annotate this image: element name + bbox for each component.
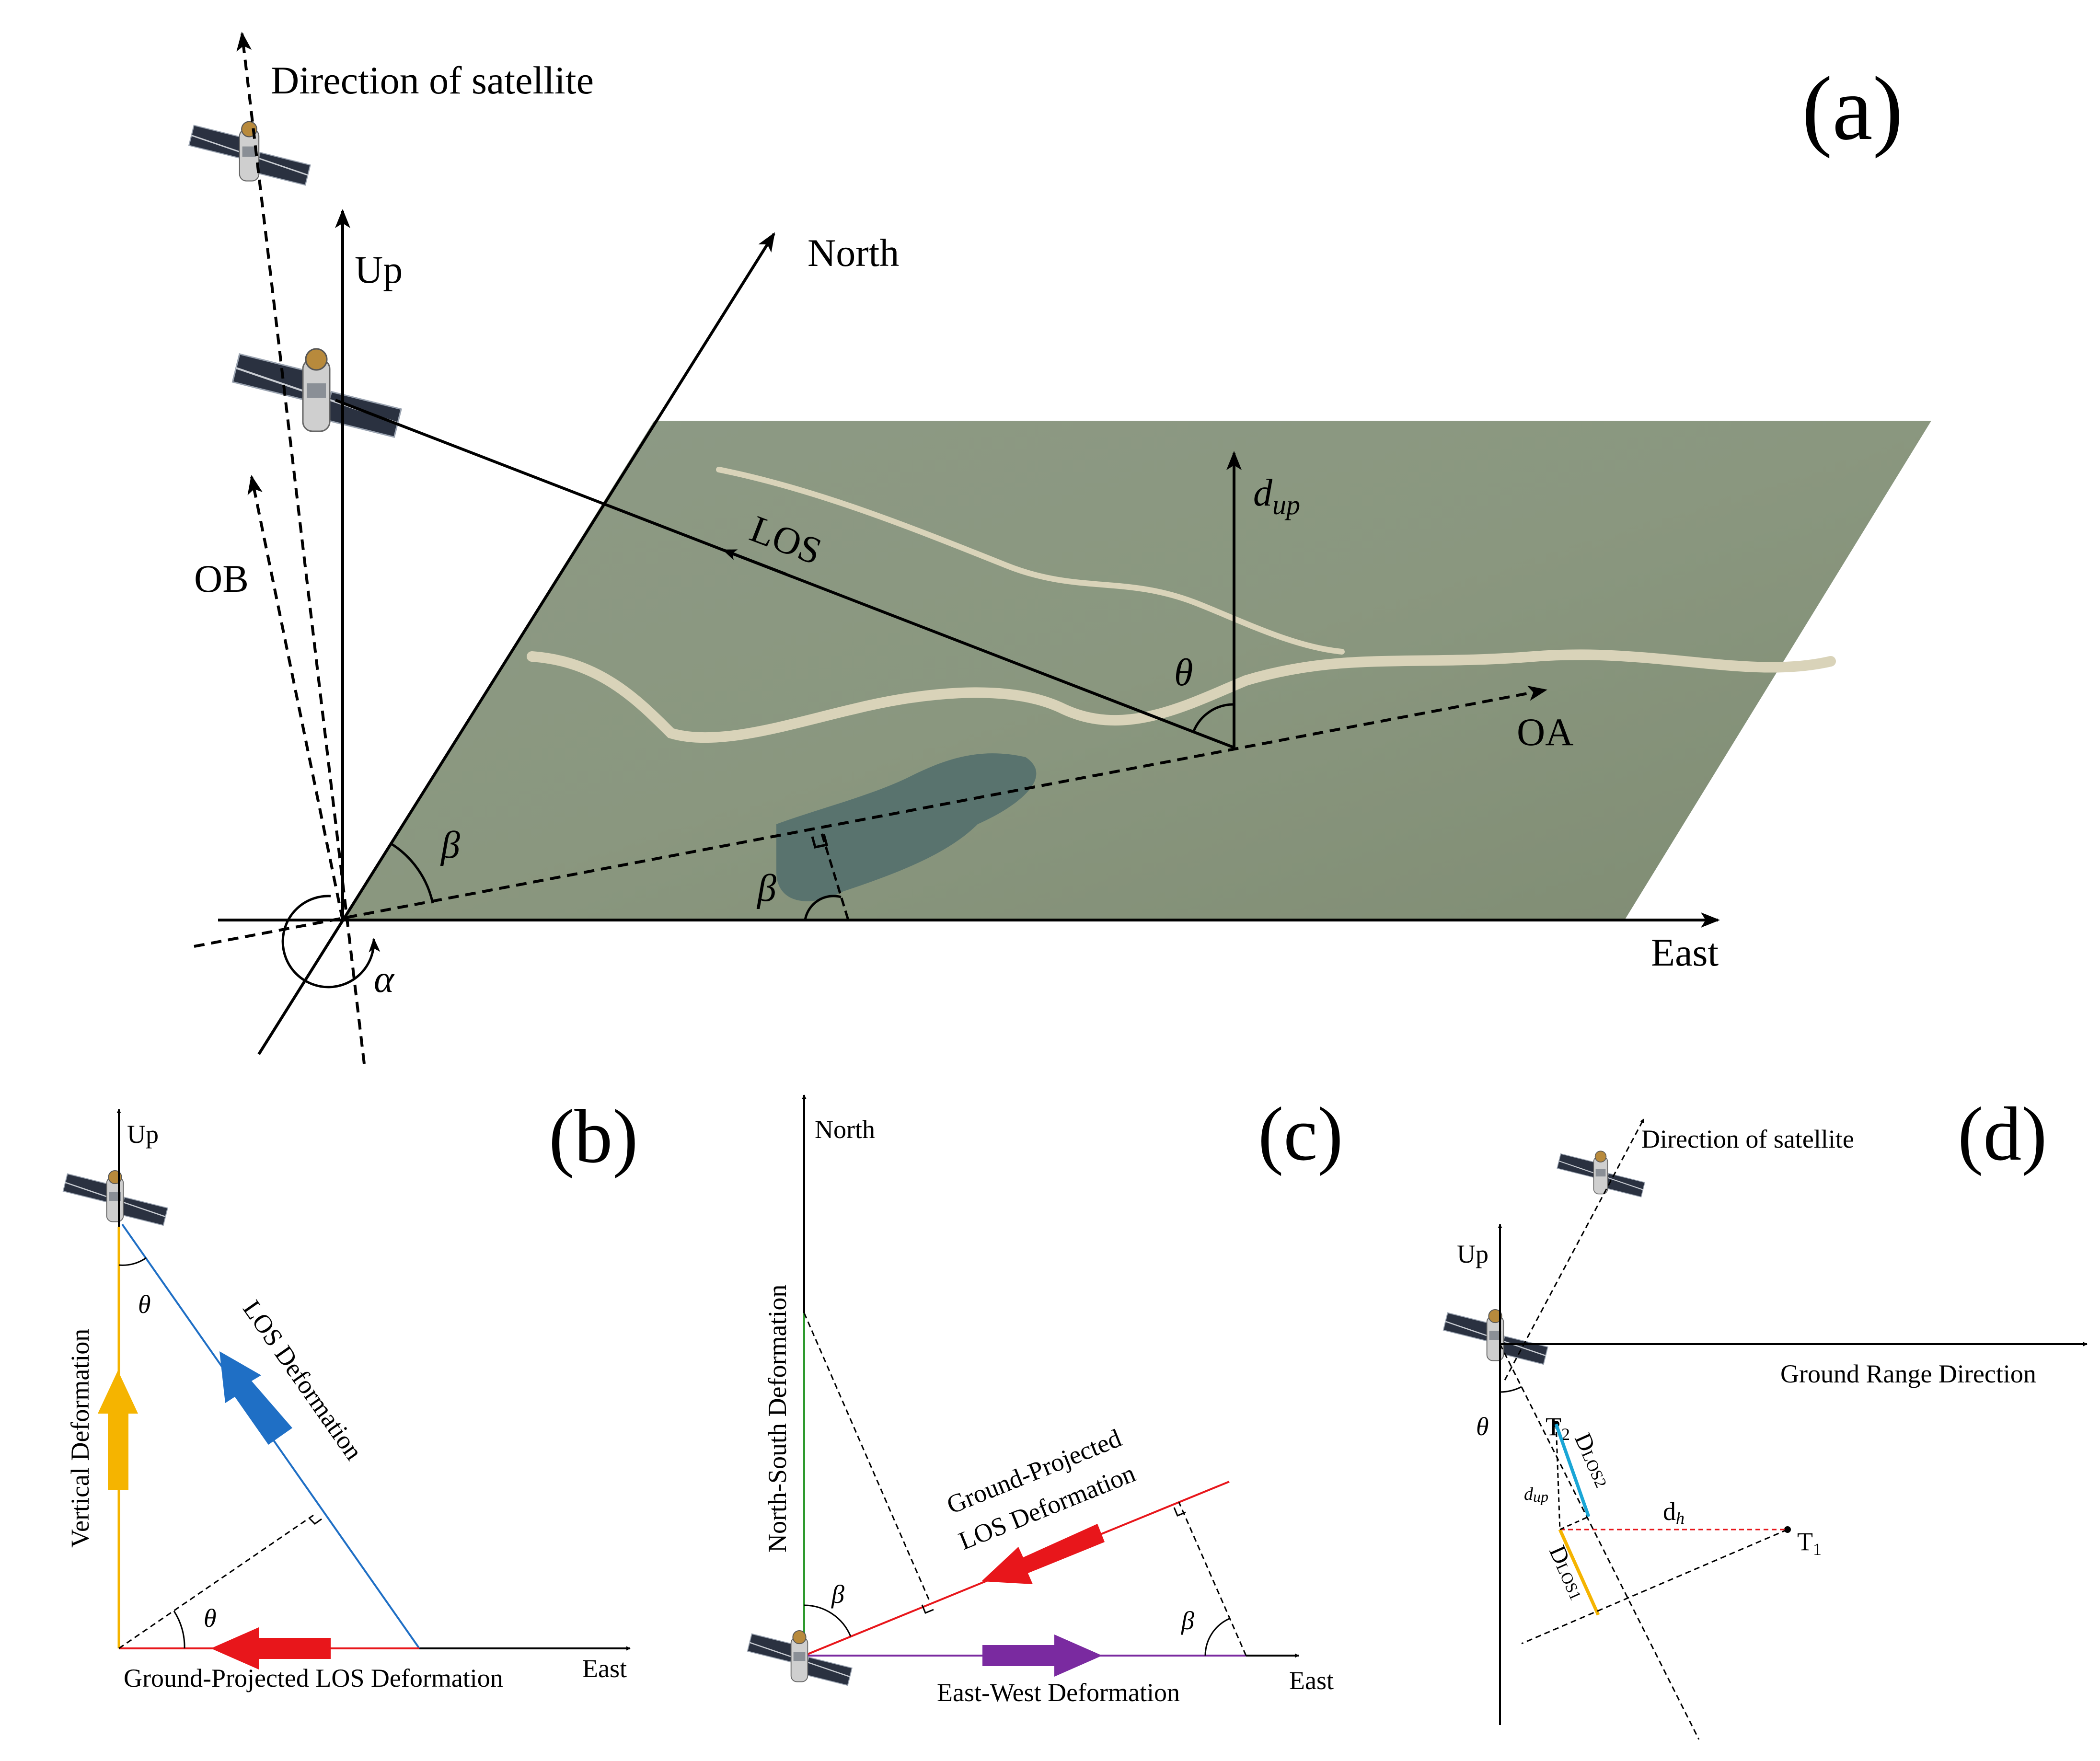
los-deformation-arrow (219, 1351, 292, 1445)
beta-arc-east (804, 895, 842, 921)
right-angle-mark-c-north (921, 1604, 934, 1614)
theta-arc-a (1192, 703, 1235, 733)
panel-c: North East North-South Deformation East-… (747, 1091, 1343, 1707)
dup-label-d: dup (1524, 1484, 1548, 1505)
oa-axis (194, 685, 1547, 948)
panel-label-b: (b) (549, 1093, 638, 1179)
satellite-a-upper (188, 121, 311, 186)
satellite-d-upper (1557, 1151, 1646, 1197)
satellite-direction-label-d: Direction of satellite (1641, 1125, 1854, 1153)
up-label: Up (355, 248, 403, 291)
ground-deformation-arrow (211, 1627, 331, 1669)
projection-dashed-b (118, 1512, 317, 1649)
beta-label-c-right: β (1181, 1606, 1194, 1635)
ob-label: OB (194, 557, 249, 600)
satellite-c (747, 1630, 853, 1686)
beta-arc-c-left (804, 1604, 852, 1637)
t1-label: T1 (1797, 1527, 1822, 1559)
river-upper (716, 467, 1345, 655)
ground-range-label: Ground Range Direction (1780, 1359, 2036, 1388)
north-label: North (808, 231, 899, 275)
theta-arc-b-top (118, 1257, 147, 1266)
ground-deformation-arrow-c (981, 1524, 1105, 1584)
alpha-label: α (374, 958, 395, 1001)
dh-label: dh (1663, 1497, 1685, 1528)
dlos1-segment (1558, 1529, 1600, 1616)
vertical-deformation-arrow (98, 1370, 138, 1490)
los-arrow (722, 549, 787, 575)
oa-label: OA (1517, 710, 1573, 754)
projection-dashed-c-east (1178, 1502, 1247, 1656)
right-angle-mark-a (811, 834, 829, 849)
north-label-c: North (815, 1115, 875, 1144)
theta-label-b-bottom: θ (204, 1604, 217, 1633)
theta-label-a: θ (1174, 652, 1193, 694)
panel-b: Up East Vertical Deformation LOS Deforma… (62, 1093, 638, 1692)
satellite-d-lower (1442, 1309, 1549, 1365)
right-angle-mark-c-east (1173, 1507, 1186, 1517)
terrain-image (343, 421, 1931, 920)
satellite-a-lower (231, 348, 403, 438)
panel-label-d: (d) (1958, 1091, 2047, 1176)
look-direction-line (1499, 1344, 1700, 1740)
satellite-direction-axis-d (1504, 1118, 1645, 1381)
theta-label-b-top: θ (138, 1290, 151, 1319)
beta-label-c-left: β (831, 1580, 844, 1609)
east-label: East (1651, 931, 1719, 974)
theta-arc-d (1500, 1386, 1522, 1393)
beta-label-east: β (756, 867, 776, 909)
right-angle-mark-b (308, 1517, 322, 1525)
los-deformation-label: LOS Deformation (237, 1295, 369, 1465)
dup-label: dup (1253, 472, 1300, 520)
panel-a: Direction of satellite Up North East OA … (188, 32, 1931, 1064)
projection-dashed-d2 (1559, 1516, 1589, 1531)
ew-deformation-arrow (982, 1634, 1102, 1677)
beta-arc-c-right (1204, 1618, 1230, 1656)
beta-arc-north (390, 842, 434, 904)
theta-label-d: θ (1476, 1412, 1489, 1441)
east-label-c: East (1289, 1666, 1334, 1695)
ground-deformation-label: Ground-Projected LOS Deformation (124, 1664, 503, 1692)
beta-label-north: β (440, 824, 460, 866)
river-main (527, 649, 1836, 743)
dlos1-label: DLOS1 (1544, 1542, 1592, 1604)
panel-label-c: (c) (1258, 1091, 1343, 1176)
vertical-deformation-label: Vertical Deformation (66, 1329, 94, 1548)
up-label-d: Up (1457, 1240, 1488, 1268)
dlos2-segment (1554, 1423, 1591, 1518)
ns-deformation-label: North-South Deformation (763, 1285, 792, 1553)
alpha-arc (281, 895, 381, 989)
satellite-b (62, 1170, 169, 1226)
ew-deformation-label: East-West Deformation (937, 1678, 1180, 1707)
theta-arc-b-bottom (173, 1611, 185, 1649)
dup-dashed-d (1555, 1424, 1561, 1530)
projection-dashed-c-north (803, 1312, 931, 1602)
east-label-b: East (582, 1654, 627, 1683)
satellite-direction-axis (236, 32, 366, 1064)
up-label-b: Up (127, 1120, 159, 1149)
perpendicular-foot (820, 833, 850, 921)
dark-patch (776, 753, 1037, 901)
north-axis (257, 232, 775, 1055)
projection-dashed-d (1521, 1529, 1788, 1645)
ob-axis (247, 475, 344, 921)
satellite-direction-label: Direction of satellite (271, 58, 594, 102)
panel-label-a: (a) (1802, 58, 1903, 159)
panel-d: Direction of satellite Up Ground Range D… (1442, 1091, 2088, 1740)
